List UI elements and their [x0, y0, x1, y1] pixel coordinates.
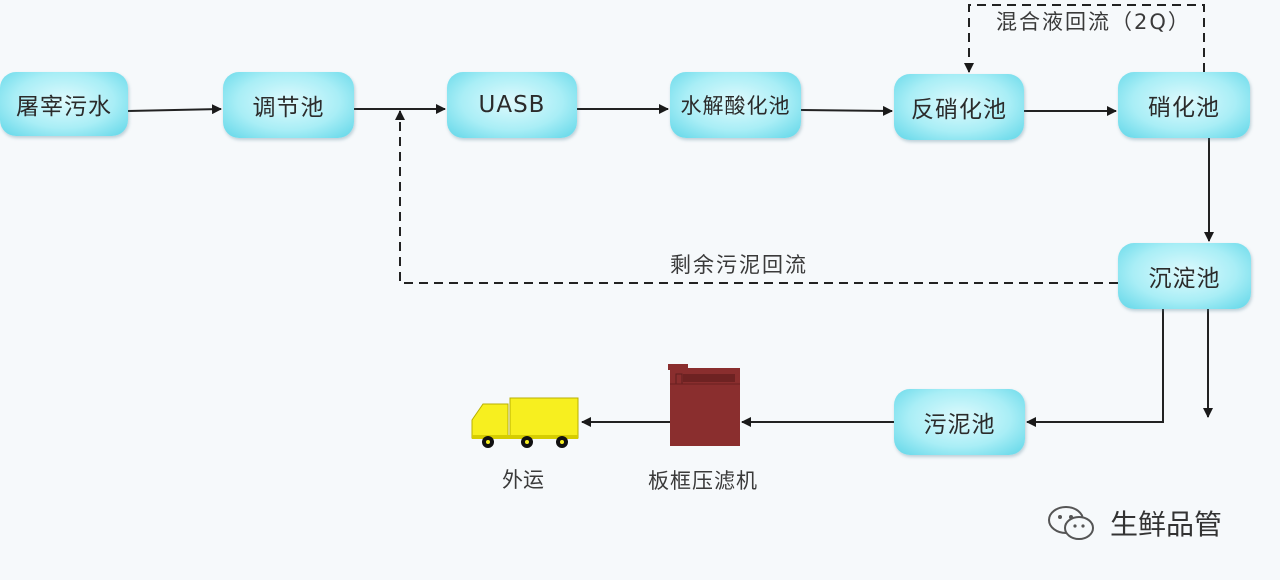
truck-icon [471, 397, 579, 448]
watermark: 生鲜品管 [1044, 503, 1222, 543]
node-slaughter-wastewater: 屠宰污水 [0, 72, 128, 136]
node-regulating-tank: 调节池 [223, 72, 354, 138]
arrow-shuijie-fanxiao [800, 105, 893, 116]
mixed-liquor-reflux-line [964, 4, 1205, 73]
label-transport: 外运 [502, 468, 544, 492]
wechat-icon [1048, 506, 1094, 540]
filter-press-icon [668, 364, 740, 446]
sludge-reflux-line [395, 110, 1118, 284]
label-excess-sludge-reflux: 剩余污泥回流 [670, 253, 808, 277]
node-sedimentation-tank: 沉淀池 [1118, 243, 1251, 309]
node-hydrolysis-acidification-tank: 水解酸化池 [670, 72, 801, 138]
arrow-tuzai-tiaojie [127, 104, 222, 115]
arrow-chendian-wuni [1026, 309, 1164, 427]
node-denitrification-tank: 反硝化池 [894, 74, 1024, 140]
label-filter-press: 板框压滤机 [648, 469, 758, 493]
node-uasb: UASB [447, 72, 577, 138]
node-nitrification-tank: 硝化池 [1118, 72, 1250, 138]
label-mixed-liquor-reflux: 混合液回流（2Q） [996, 10, 1191, 34]
watermark-text: 生鲜品管 [1110, 508, 1223, 541]
node-sludge-tank: 污泥池 [894, 389, 1025, 455]
